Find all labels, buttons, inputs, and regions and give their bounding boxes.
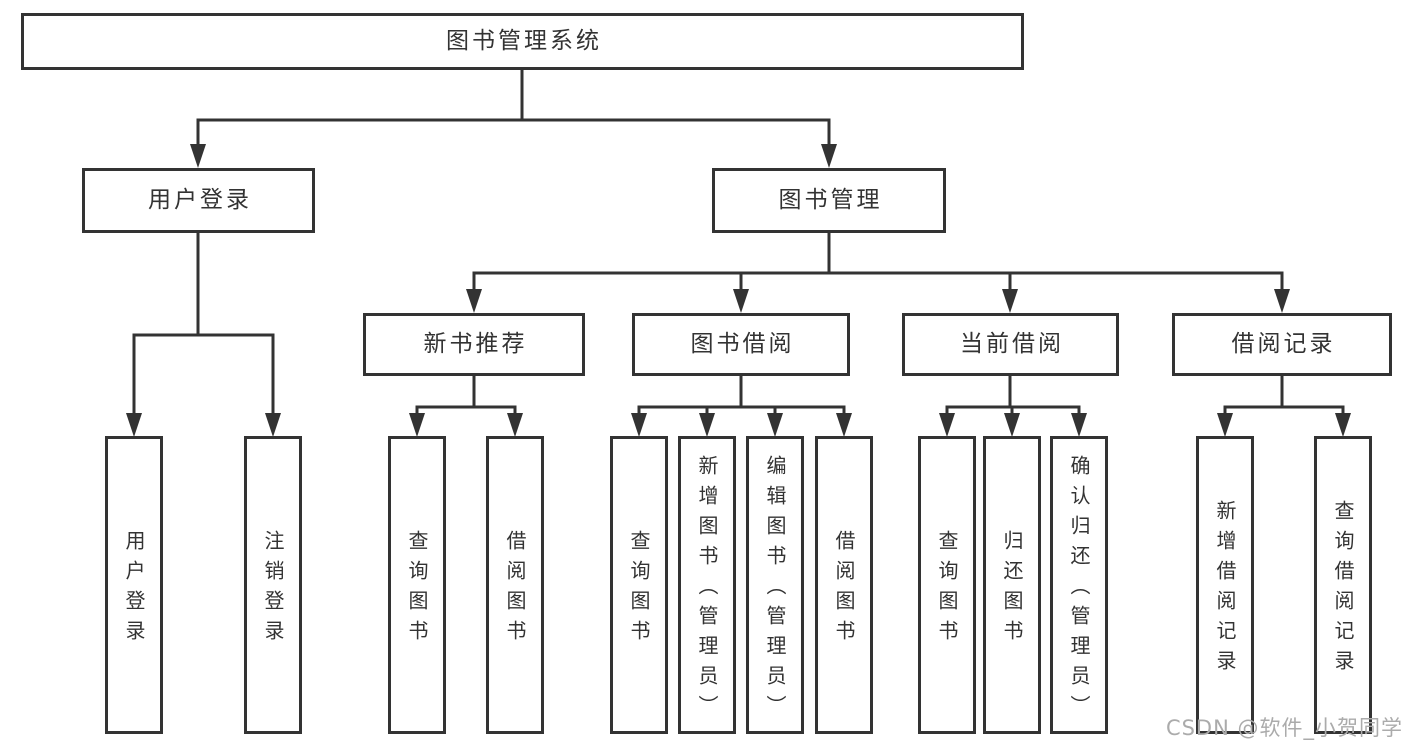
arrowhead-down-icon — [836, 413, 852, 437]
connector-line — [415, 376, 517, 416]
arrowhead-down-icon — [265, 413, 281, 437]
leaf-label: 归还图书 — [1000, 530, 1024, 650]
leaf-label: 确认归还（管理员） — [1067, 455, 1091, 725]
arrowhead-down-icon — [507, 413, 523, 437]
leaf-query-book-current: 查询图书 — [918, 436, 976, 734]
arrowhead-down-icon — [126, 413, 142, 437]
leaf-label: 查询图书 — [935, 530, 959, 650]
node-borrow-records: 借阅记录 — [1172, 313, 1392, 376]
arrowhead-down-icon — [1335, 413, 1351, 437]
arrowhead-down-icon — [1071, 413, 1087, 437]
node-label: 图书借阅 — [690, 331, 795, 357]
arrowhead-down-icon — [821, 144, 837, 168]
connector-line — [472, 232, 1284, 293]
leaf-borrow-book-recommend: 借阅图书 — [486, 436, 544, 734]
arrowhead-down-icon — [733, 289, 749, 313]
node-label: 当前借阅 — [960, 331, 1064, 357]
leaf-label: 查询图书 — [405, 530, 429, 650]
arrowhead-down-icon — [1002, 289, 1018, 313]
node-new-book-recommend: 新书推荐 — [363, 313, 585, 376]
leaf-label: 新增图书（管理员） — [695, 455, 719, 725]
leaf-label: 查询借阅记录 — [1331, 500, 1355, 680]
leaf-label: 借阅图书 — [503, 530, 527, 650]
node-book-borrow: 图书借阅 — [632, 313, 850, 376]
leaf-label: 借阅图书 — [832, 530, 856, 650]
leaf-borrow-book: 借阅图书 — [815, 436, 873, 734]
leaf-query-book-borrow: 查询图书 — [610, 436, 668, 734]
node-current-borrow: 当前借阅 — [902, 313, 1119, 376]
arrowhead-down-icon — [699, 413, 715, 437]
connector-line — [945, 376, 1081, 416]
leaf-label: 编辑图书（管理员） — [763, 455, 787, 725]
leaf-return-book: 归还图书 — [983, 436, 1041, 734]
arrowhead-down-icon — [939, 413, 955, 437]
arrowhead-down-icon — [767, 413, 783, 437]
leaf-user-login: 用户登录 — [105, 436, 163, 734]
leaf-query-book-recommend: 查询图书 — [388, 436, 446, 734]
leaf-label: 用户登录 — [122, 530, 146, 650]
arrowhead-down-icon — [1217, 413, 1233, 437]
leaf-query-borrow-record: 查询借阅记录 — [1314, 436, 1372, 734]
connector-line — [132, 232, 275, 416]
arrowhead-down-icon — [409, 413, 425, 437]
watermark: CSDN @软件_小贺同学 — [1165, 716, 1403, 740]
arrowhead-down-icon — [466, 289, 482, 313]
node-label: 图书管理 — [778, 187, 883, 213]
arrowhead-down-icon — [1274, 289, 1290, 313]
leaf-add-book-admin: 新增图书（管理员） — [678, 436, 736, 734]
leaf-label: 注销登录 — [261, 530, 285, 650]
node-book-management: 图书管理 — [712, 168, 946, 233]
leaf-logout: 注销登录 — [244, 436, 302, 734]
arrowhead-down-icon — [190, 144, 206, 168]
arrowhead-down-icon — [631, 413, 647, 437]
node-label: 图书管理系统 — [446, 28, 602, 54]
arrowhead-down-icon — [1004, 413, 1020, 437]
leaf-label: 查询图书 — [627, 530, 651, 650]
node-label: 用户登录 — [148, 187, 252, 213]
leaf-confirm-return-admin: 确认归还（管理员） — [1050, 436, 1108, 734]
connector-line — [1223, 376, 1345, 416]
node-user-login: 用户登录 — [82, 168, 315, 233]
connector-line — [196, 69, 831, 147]
leaf-edit-book-admin: 编辑图书（管理员） — [746, 436, 804, 734]
node-library-management-system: 图书管理系统 — [21, 13, 1024, 70]
node-label: 借阅记录 — [1231, 331, 1336, 357]
node-label: 新书推荐 — [423, 331, 528, 357]
leaf-add-borrow-record: 新增借阅记录 — [1196, 436, 1254, 734]
leaf-label: 新增借阅记录 — [1213, 500, 1237, 680]
connector-line — [637, 376, 846, 416]
